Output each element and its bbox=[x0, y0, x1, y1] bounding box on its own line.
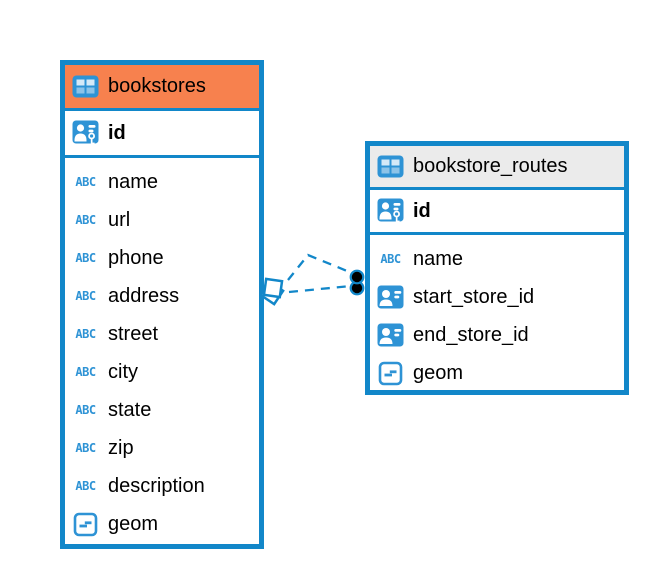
column-row[interactable]: ABC name bbox=[72, 163, 252, 201]
column-name: name bbox=[413, 247, 464, 270]
column-row[interactable]: ABC address bbox=[72, 277, 252, 315]
geometry-type-icon bbox=[72, 512, 99, 537]
table-header-bookstores[interactable]: bookstores bbox=[65, 65, 259, 111]
table-title: bookstore_routes bbox=[413, 155, 568, 177]
table-icon bbox=[72, 75, 99, 98]
text-type-icon: ABC bbox=[75, 403, 96, 417]
column-row[interactable]: ABC name bbox=[377, 240, 617, 278]
text-type-icon: ABC bbox=[380, 252, 401, 266]
column-row[interactable]: geom bbox=[72, 505, 252, 543]
column-list: ABC name start_store_id bbox=[370, 235, 624, 394]
text-type-icon: ABC bbox=[75, 441, 96, 455]
text-type-icon: ABC bbox=[75, 365, 96, 379]
column-row[interactable]: ABC state bbox=[72, 391, 252, 429]
column-row[interactable]: geom bbox=[377, 354, 617, 392]
column-name: address bbox=[108, 284, 180, 307]
text-type-icon: ABC bbox=[75, 479, 96, 493]
column-row[interactable]: ABC url bbox=[72, 201, 252, 239]
text-type-icon: ABC bbox=[75, 175, 96, 189]
column-name: description bbox=[108, 474, 205, 497]
text-type-icon: ABC bbox=[75, 327, 96, 341]
text-type-icon: ABC bbox=[75, 213, 96, 227]
column-list: ABC name ABC url ABC phone ABC address A… bbox=[65, 158, 259, 545]
column-name: id bbox=[413, 199, 431, 222]
geometry-type-icon bbox=[377, 361, 404, 386]
column-name: geom bbox=[413, 361, 464, 384]
relationship-line-lower[interactable] bbox=[288, 284, 352, 294]
table-header-bookstore-routes[interactable]: bookstore_routes bbox=[370, 146, 624, 190]
column-row[interactable]: ABC city bbox=[72, 353, 252, 391]
relationship-dot-endpoint[interactable] bbox=[349, 269, 365, 296]
column-name: phone bbox=[108, 246, 164, 269]
column-name: city bbox=[108, 360, 138, 383]
table-icon bbox=[377, 155, 404, 178]
column-name: geom bbox=[108, 512, 159, 535]
column-name: street bbox=[108, 322, 159, 345]
column-name: name bbox=[108, 170, 159, 193]
text-type-icon: ABC bbox=[75, 251, 96, 265]
column-name: end_store_id bbox=[413, 323, 529, 346]
column-row-pk[interactable]: id bbox=[370, 190, 624, 235]
column-name: start_store_id bbox=[413, 285, 535, 308]
relationship-line-upper[interactable] bbox=[287, 253, 353, 281]
reference-id-icon bbox=[377, 285, 404, 309]
column-name: state bbox=[108, 398, 152, 421]
entity-table-bookstores[interactable]: bookstores id ABC name ABC url bbox=[60, 60, 264, 549]
text-type-icon: ABC bbox=[75, 289, 96, 303]
column-row[interactable]: ABC street bbox=[72, 315, 252, 353]
column-name: url bbox=[108, 208, 131, 231]
column-row-pk[interactable]: id bbox=[65, 111, 259, 158]
column-name: zip bbox=[108, 436, 134, 459]
column-row[interactable]: ABC zip bbox=[72, 429, 252, 467]
column-row[interactable]: start_store_id bbox=[377, 278, 617, 316]
column-row[interactable]: ABC phone bbox=[72, 239, 252, 277]
column-row[interactable]: ABC description bbox=[72, 467, 252, 505]
reference-id-icon bbox=[377, 323, 404, 347]
primary-key-icon bbox=[72, 120, 99, 147]
table-title: bookstores bbox=[108, 75, 206, 97]
entity-table-bookstore-routes[interactable]: bookstore_routes id ABC name bbox=[365, 141, 629, 395]
relationship-diamond-endpoint[interactable] bbox=[259, 277, 285, 306]
column-name: id bbox=[108, 121, 126, 144]
primary-key-icon bbox=[377, 198, 404, 225]
column-row[interactable]: end_store_id bbox=[377, 316, 617, 354]
